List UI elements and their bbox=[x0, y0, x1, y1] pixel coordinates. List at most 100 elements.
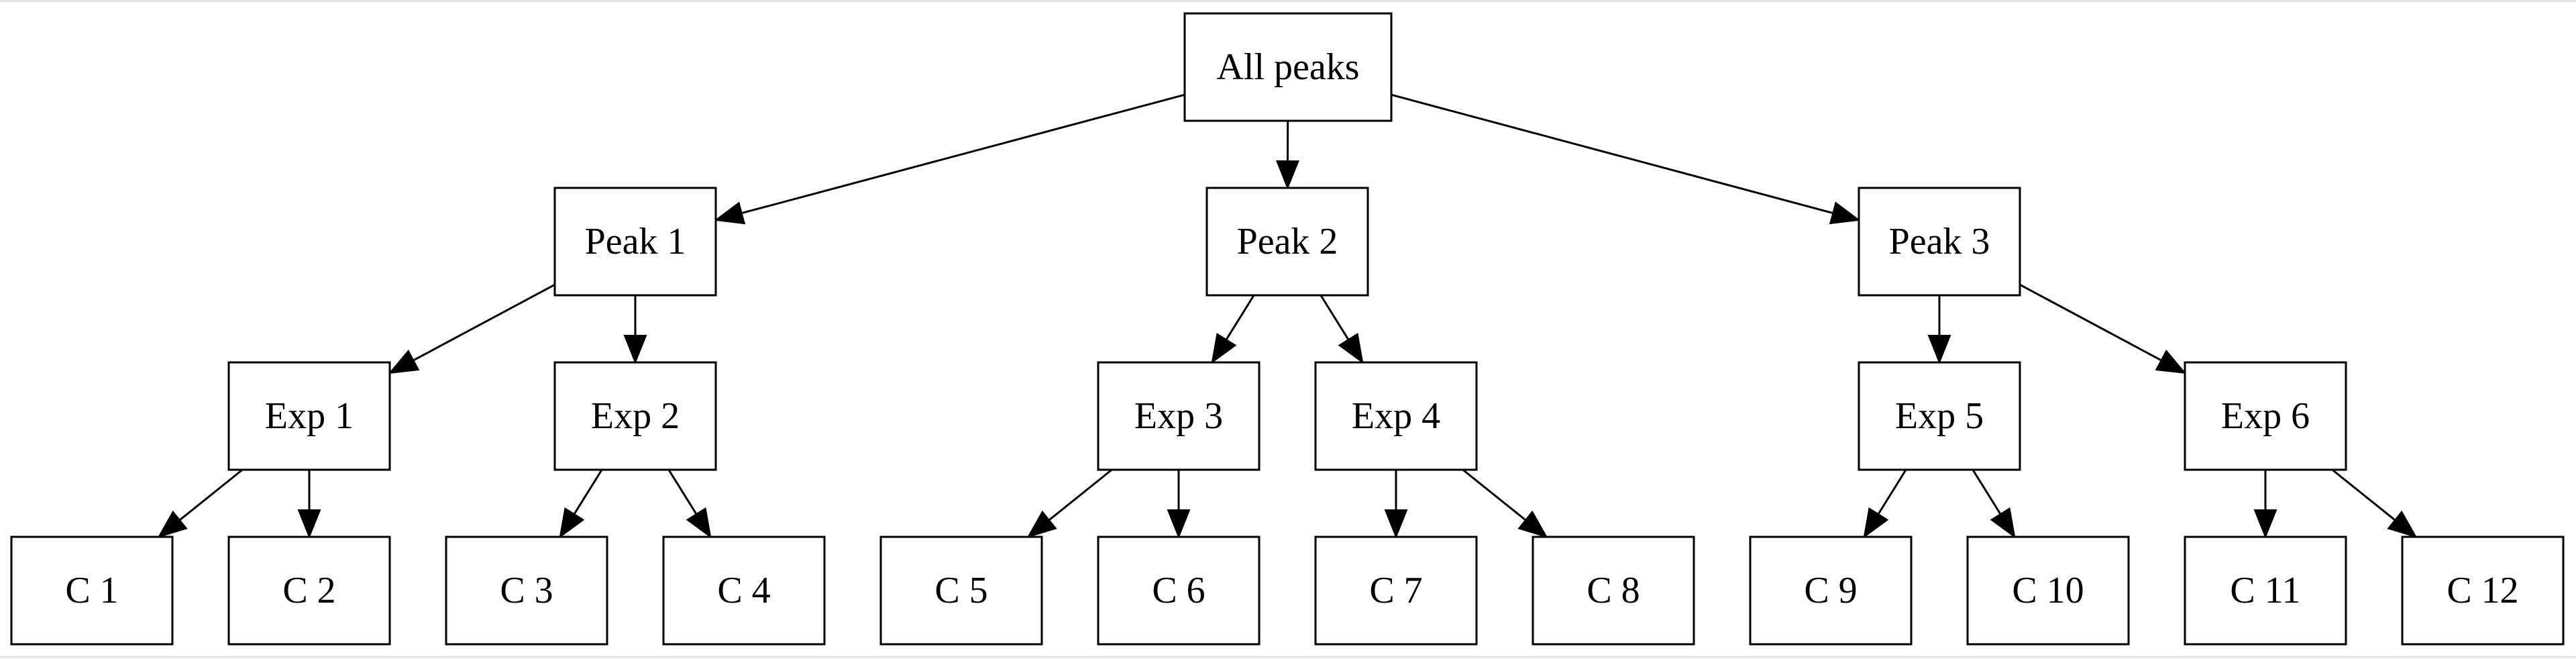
node-root: All peaks bbox=[1183, 12, 1393, 122]
node-label-peak2: Peak 2 bbox=[1237, 221, 1338, 262]
node-c9: C 9 bbox=[1749, 536, 1913, 646]
edge-peak1-exp2 bbox=[623, 295, 647, 364]
edge-exp6-c12 bbox=[2331, 468, 2418, 538]
node-box-root bbox=[1183, 12, 1393, 122]
edge-line bbox=[1320, 295, 1350, 340]
edge-line bbox=[2019, 283, 2162, 362]
node-peak1: Peak 1 bbox=[553, 187, 717, 297]
edge-peak2-exp4 bbox=[1320, 295, 1364, 364]
edge-line bbox=[413, 283, 555, 362]
arrowhead-icon bbox=[686, 507, 712, 539]
node-box-exp3 bbox=[1097, 361, 1260, 471]
node-label-c3: C 3 bbox=[500, 570, 553, 611]
node-label-peak1: Peak 1 bbox=[585, 221, 686, 262]
node-exp1: Exp 1 bbox=[227, 361, 391, 471]
edge-root-peak2 bbox=[1275, 120, 1299, 190]
arrowhead-icon bbox=[2253, 509, 2277, 539]
arrowhead-icon bbox=[1211, 332, 1237, 364]
edge-exp1-c1 bbox=[157, 468, 244, 538]
edge-line bbox=[573, 469, 603, 515]
arrowhead-icon bbox=[1167, 509, 1191, 539]
node-box-c5 bbox=[879, 536, 1043, 646]
node-label-exp5: Exp 5 bbox=[1895, 395, 1984, 437]
edge-line bbox=[1972, 469, 2002, 515]
node-box-c3 bbox=[445, 536, 608, 646]
node-label-c1: C 1 bbox=[65, 570, 118, 611]
node-c7: C 7 bbox=[1314, 536, 1478, 646]
edge-root-peak1 bbox=[714, 93, 1185, 225]
node-c12: C 12 bbox=[2401, 536, 2565, 646]
node-label-exp3: Exp 3 bbox=[1134, 395, 1223, 437]
node-c3: C 3 bbox=[445, 536, 608, 646]
edge-exp5-c10 bbox=[1972, 469, 2016, 539]
node-exp3: Exp 3 bbox=[1097, 361, 1260, 471]
node-label-c9: C 9 bbox=[1804, 570, 1857, 611]
edge-exp2-c3 bbox=[559, 469, 603, 539]
arrowhead-icon bbox=[157, 510, 188, 538]
arrowhead-icon bbox=[297, 509, 321, 539]
node-box-c2 bbox=[227, 536, 391, 646]
arrowhead-icon bbox=[2155, 350, 2187, 374]
node-label-c2: C 2 bbox=[282, 570, 335, 611]
edges-layer bbox=[157, 93, 2418, 539]
arrowhead-icon bbox=[623, 335, 647, 364]
edge-peak3-exp6 bbox=[2019, 283, 2187, 374]
arrowhead-icon bbox=[1927, 335, 1951, 364]
edge-exp4-c7 bbox=[1384, 470, 1408, 539]
node-c10: C 10 bbox=[1966, 536, 2130, 646]
node-c1: C 1 bbox=[10, 536, 174, 646]
node-c4: C 4 bbox=[662, 536, 826, 646]
edge-line bbox=[1391, 93, 1833, 214]
edge-line bbox=[741, 93, 1185, 215]
node-exp6: Exp 6 bbox=[2184, 361, 2347, 471]
node-c8: C 8 bbox=[1532, 536, 1695, 646]
node-c6: C 6 bbox=[1097, 536, 1260, 646]
node-c2: C 2 bbox=[227, 536, 391, 646]
node-box-c10 bbox=[1966, 536, 2130, 646]
arrowhead-icon bbox=[388, 350, 420, 374]
node-label-c6: C 6 bbox=[1152, 570, 1205, 611]
edge-exp6-c11 bbox=[2253, 470, 2277, 539]
node-box-c12 bbox=[2401, 536, 2565, 646]
node-box-c9 bbox=[1749, 536, 1913, 646]
node-peak3: Peak 3 bbox=[1858, 187, 2021, 297]
edge-peak2-exp3 bbox=[1211, 295, 1255, 364]
edge-line bbox=[1048, 468, 1113, 521]
arrowhead-icon bbox=[1517, 510, 1548, 538]
node-box-exp5 bbox=[1858, 361, 2021, 471]
node-label-exp6: Exp 6 bbox=[2221, 395, 2310, 437]
arrowhead-icon bbox=[1829, 201, 1861, 225]
node-label-exp4: Exp 4 bbox=[1352, 395, 1440, 437]
edge-line bbox=[1225, 295, 1255, 340]
node-box-c1 bbox=[10, 536, 174, 646]
node-label-exp2: Exp 2 bbox=[591, 395, 680, 437]
arrowhead-icon bbox=[1863, 507, 1889, 539]
edge-line bbox=[178, 468, 244, 521]
arrowhead-icon bbox=[2387, 510, 2418, 538]
arrowhead-icon bbox=[1275, 160, 1299, 190]
node-box-peak3 bbox=[1858, 187, 2021, 297]
node-label-c10: C 10 bbox=[2012, 570, 2084, 611]
arrowhead-icon bbox=[1990, 507, 2016, 539]
edge-exp3-c6 bbox=[1167, 470, 1191, 539]
edge-exp3-c5 bbox=[1026, 468, 1113, 538]
node-exp4: Exp 4 bbox=[1314, 361, 1478, 471]
arrowhead-icon bbox=[1384, 509, 1408, 539]
node-label-c7: C 7 bbox=[1369, 570, 1422, 611]
arrowhead-icon bbox=[1338, 332, 1364, 364]
edge-line bbox=[2331, 468, 2396, 521]
node-label-c8: C 8 bbox=[1587, 570, 1640, 611]
node-exp2: Exp 2 bbox=[553, 361, 717, 471]
node-label-c5: C 5 bbox=[934, 570, 987, 611]
arrowhead-icon bbox=[1026, 510, 1057, 538]
node-label-root: All peaks bbox=[1216, 46, 1359, 88]
node-box-peak2 bbox=[1205, 187, 1369, 297]
edge-exp4-c8 bbox=[1462, 468, 1548, 538]
node-exp5: Exp 5 bbox=[1858, 361, 2021, 471]
edge-exp2-c4 bbox=[667, 469, 712, 539]
node-box-exp2 bbox=[553, 361, 717, 471]
node-c5: C 5 bbox=[879, 536, 1043, 646]
node-box-exp4 bbox=[1314, 361, 1478, 471]
